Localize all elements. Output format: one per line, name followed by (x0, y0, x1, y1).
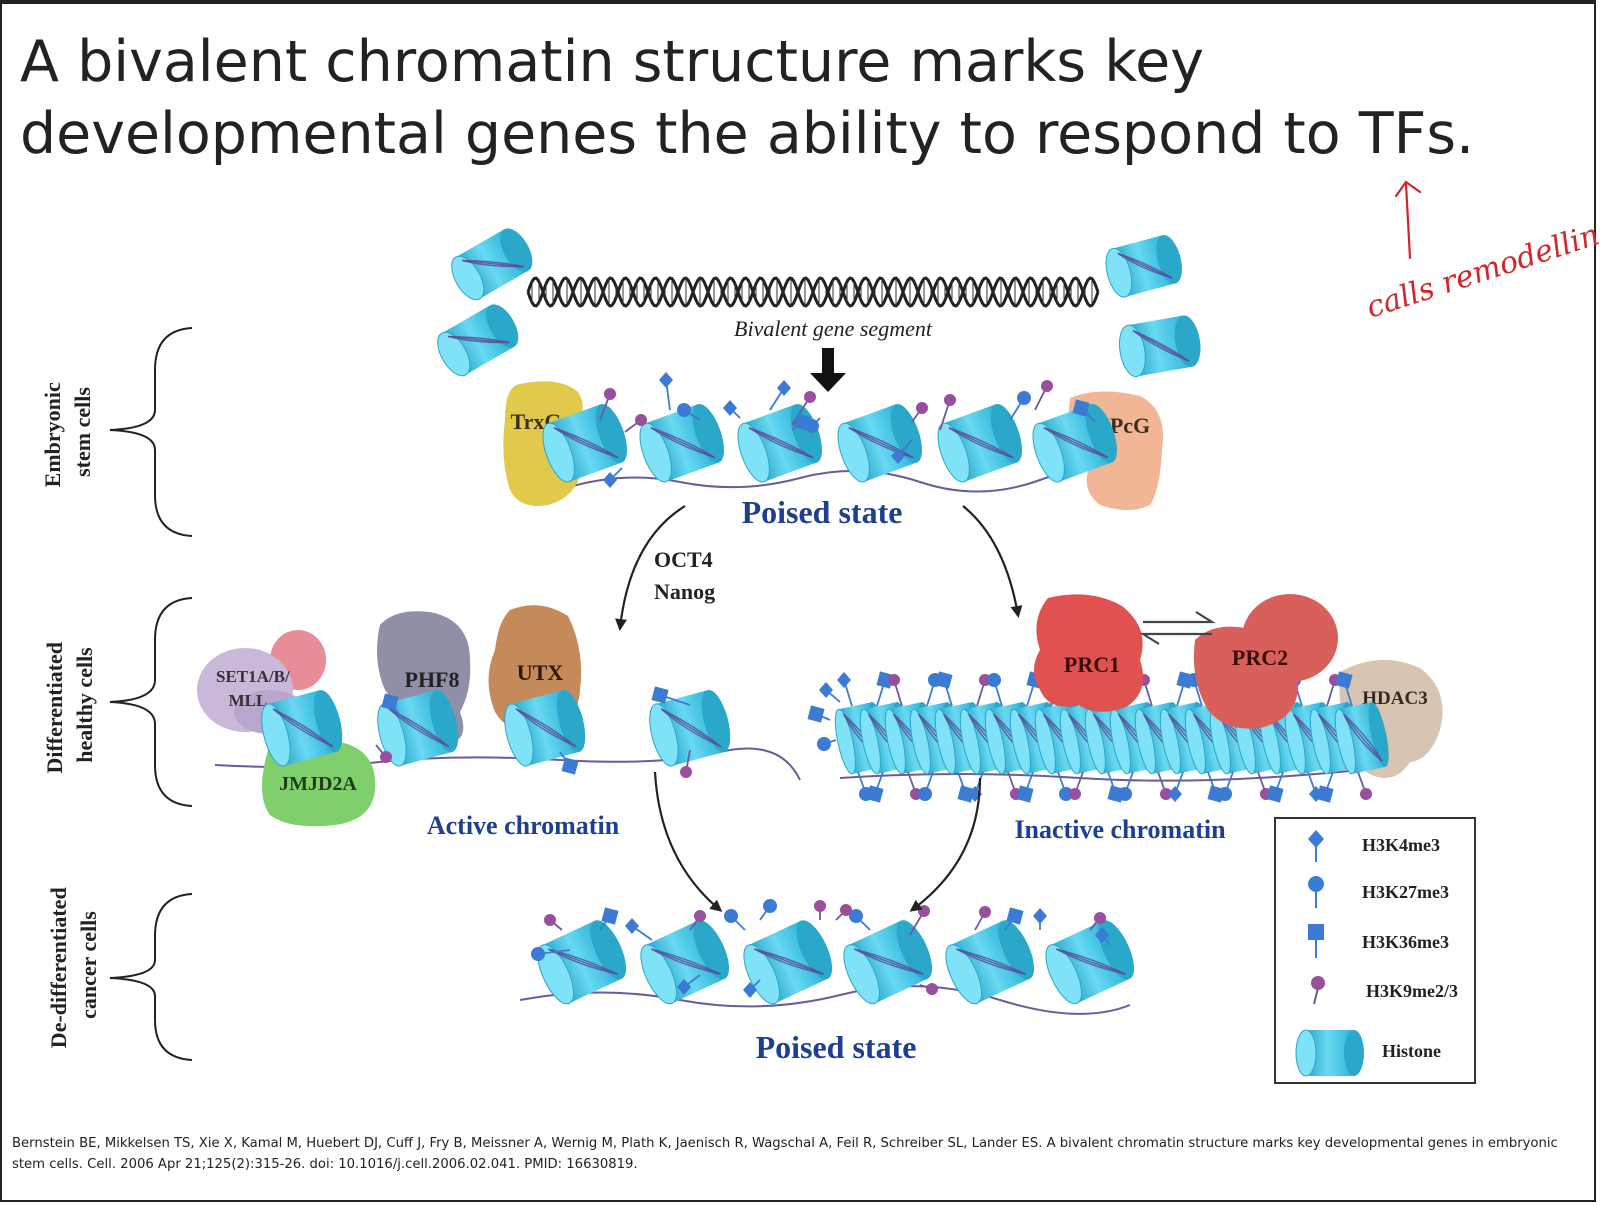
histone-nucleosome (1105, 234, 1182, 298)
histone-marks (375, 372, 1372, 998)
histone-nucleosome (743, 920, 833, 1005)
bracket-differentiated (109, 597, 193, 807)
bracket-embryonic (109, 327, 193, 537)
histone-cylinder-icon (1295, 1029, 1364, 1077)
citation: Bernstein BE, Mikkelsen TS, Xie X, Kamal… (12, 1136, 1558, 1172)
transition-arrows (615, 505, 1023, 912)
handwritten-arrow-icon (1394, 180, 1422, 260)
label-pcg: PcG (1110, 413, 1150, 438)
state-poised-bottom: Poised state (756, 1029, 917, 1065)
state-poised-top: Poised state (742, 494, 903, 530)
slide-title: A bivalent chromatin structure marks key… (20, 26, 1520, 170)
label-hdac3: HDAC3 (1362, 688, 1427, 709)
label-prc1: PRC1 (1064, 652, 1120, 677)
histone-nucleosome (649, 689, 731, 767)
histone-nucleosome (451, 228, 533, 301)
histone-nucleosome (1334, 702, 1389, 775)
label-jmjd2a: JMJD2A (279, 773, 357, 795)
square-pin-icon (1308, 924, 1324, 958)
label-phf8: PHF8 (405, 667, 460, 692)
histone-nucleosome (542, 403, 628, 483)
histone-nucleosome (639, 403, 725, 483)
histone-nucleosome (537, 920, 627, 1005)
histone-nucleosome (504, 689, 586, 767)
floating-histones (437, 228, 1201, 378)
legend-label-h3k4me3: H3K4me3 (1362, 835, 1440, 855)
histone-nucleosome (261, 689, 343, 767)
row-brackets (109, 327, 193, 1061)
histone-nucleosome (640, 920, 730, 1005)
circle-pin-icon (1308, 876, 1324, 908)
legend-label-h3k9me23: H3K9me2/3 (1366, 981, 1458, 1001)
down-arrow-icon (810, 348, 846, 392)
histone-nucleosome (1032, 403, 1118, 483)
dna-label: Bivalent gene segment (734, 316, 933, 341)
legend-label-histone: Histone (1382, 1041, 1441, 1061)
title-line-1: A bivalent chromatin structure marks key (20, 29, 1204, 95)
protein-prc2: PRC2 (1193, 594, 1338, 729)
label-utx: UTX (517, 660, 564, 685)
nucleosomes (261, 403, 1389, 1005)
histone-nucleosome (1118, 315, 1201, 378)
histone-nucleosome (737, 403, 823, 483)
protein-prc1: PRC1 (1034, 594, 1144, 712)
row-label-differentiated: Differentiated healthy cells (42, 636, 97, 773)
label-set1: SET1A/B/ MLL (216, 667, 294, 710)
legend-label-h3k36me3: H3K36me3 (1362, 932, 1449, 952)
bivalent-chromatin-diagram: Embryonic stem cells Differentiated heal… (40, 228, 1476, 1084)
histone-nucleosome (437, 304, 519, 377)
legend: H3K4me3 H3K27me3 H3K36me3 H3K9me2/3 Hist… (1274, 817, 1476, 1084)
thread-bottom (519, 985, 1131, 1015)
state-inactive: Inactive chromatin (1014, 815, 1226, 844)
legend-label-h3k27me3: H3K27me3 (1362, 882, 1449, 902)
row-label-dedifferentiated: De-differentiated cancer cells (46, 882, 101, 1048)
arrow-active-to-poised (653, 771, 723, 912)
factor-labels: OCT4 Nanog (654, 547, 718, 604)
arrow-to-inactive (962, 505, 1023, 618)
histone-nucleosome (377, 689, 459, 767)
label-prc2: PRC2 (1232, 645, 1288, 670)
state-active: Active chromatin (427, 811, 620, 840)
row-label-embryonic: Embryonic stem cells (40, 377, 95, 488)
dna-double-helix (526, 276, 1100, 308)
thread-top (559, 467, 1101, 493)
diamond-pin-icon (1308, 830, 1324, 862)
bracket-dedifferentiated (109, 893, 193, 1061)
histone-nucleosome (1045, 920, 1135, 1005)
purple-lollipop-icon (1311, 976, 1325, 1005)
handwritten-annotation: calls remodelling (1362, 180, 1600, 320)
title-line-2: developmental genes the ability to respo… (20, 101, 1475, 167)
histone-nucleosome (843, 920, 933, 1005)
arrow-to-active (615, 505, 686, 631)
histone-nucleosome (837, 403, 923, 483)
histone-nucleosome (945, 920, 1035, 1005)
arrow-inactive-to-poised (909, 777, 982, 912)
equilibrium-arrows-icon (1139, 611, 1216, 645)
histone-nucleosome (937, 403, 1023, 483)
